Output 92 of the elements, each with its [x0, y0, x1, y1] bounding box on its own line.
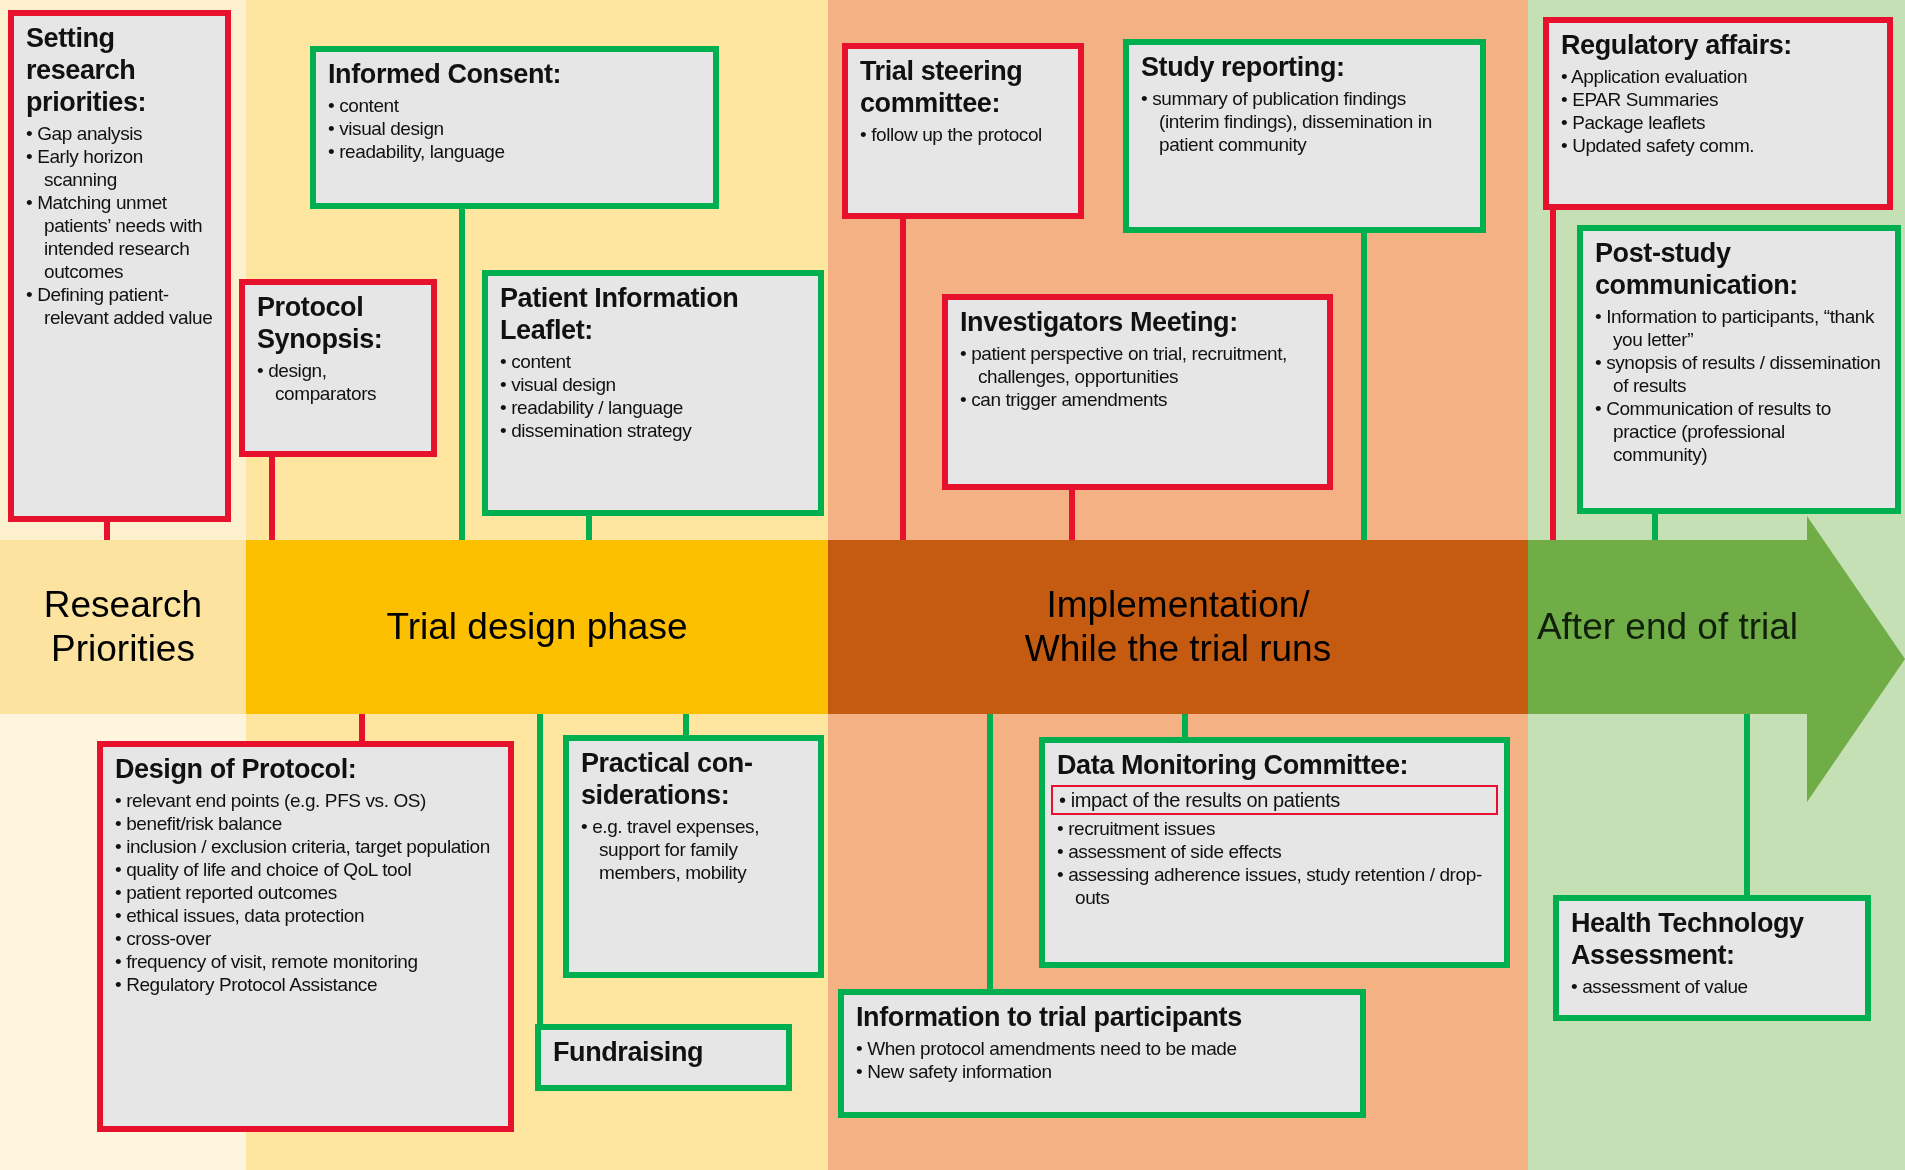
box-heading: Patient Information Leaflet: [500, 282, 740, 346]
bullet-item: • benefit/risk balance [115, 812, 283, 835]
bullet-item: • follow up the protocol [860, 123, 1043, 146]
connector-line [1744, 714, 1750, 895]
bullet-item: • Package leaflets [1561, 111, 1707, 134]
connector-line [104, 522, 110, 540]
bullet-item: • relevant end points (e.g. PFS vs. OS) [115, 789, 428, 812]
connector-line [1652, 514, 1658, 540]
bullet-item: • frequency of visit, remote monitoring [115, 950, 419, 973]
bullet-item: • cross-over [115, 927, 212, 950]
box-heading: Data Monitoring Committee: [1057, 749, 1410, 781]
bullet-item: • Matching unmet patients’ needs with intended research outcomes [26, 191, 204, 283]
bullet-item: • Updated safety comm. [1561, 134, 1756, 157]
bullet-item: • content [328, 94, 400, 117]
bullet-item: • visual design [328, 117, 445, 140]
box-heading: Design of Protocol: [115, 753, 358, 785]
bullet-item: • Application evaluation [1561, 65, 1749, 88]
info-box [563, 735, 824, 978]
bullet-item: • content [500, 350, 572, 373]
info-box [1039, 737, 1510, 968]
connector-line [1182, 714, 1188, 737]
bullet-item: • Communication of results to practice (professional community) [1595, 397, 1832, 466]
phase-label: Implementation/ While the trial runs [1023, 583, 1333, 671]
connector-line [359, 714, 365, 741]
bullet-item: • readability / language [500, 396, 684, 419]
box-heading: Protocol Synopsis: [257, 291, 384, 355]
info-box [838, 989, 1366, 1118]
bullet-item: • patient reported outcomes [115, 881, 338, 904]
box-heading: Regulatory affairs: [1561, 29, 1793, 61]
info-box [97, 741, 514, 1132]
bullet-item: • Gap analysis [26, 122, 144, 145]
bullet-item: • patient perspective on trial, recruitment, challenges, opportunities [960, 342, 1288, 388]
box-heading: Study reporting: [1141, 51, 1346, 83]
bullet-item: • dissemination strategy [500, 419, 693, 442]
bullet-item: • New safety information [856, 1060, 1053, 1083]
info-box [1123, 39, 1486, 233]
info-box [942, 294, 1333, 490]
connector-line [1361, 233, 1367, 540]
bullet-item: • Regulatory Protocol Assistance [115, 973, 379, 996]
connector-line [1550, 210, 1556, 540]
box-heading: Practical con-siderations: [581, 747, 754, 811]
bullet-item: • recruitment issues [1057, 817, 1217, 840]
info-box [1553, 895, 1871, 1021]
phase-label: Trial design phase [386, 605, 688, 649]
bullet-item: • Defining patient-relevant added value [26, 283, 213, 329]
phase-label: After end of trial [1536, 605, 1799, 649]
box-heading: Fundraising [553, 1036, 705, 1068]
connector-line [537, 714, 543, 1024]
box-heading: Trial steering committee: [860, 55, 1024, 119]
phase-label: Research Priorities [42, 583, 204, 671]
bullet-item: • design, comparators [257, 359, 378, 405]
bullet-item: • When protocol amendments need to be made [856, 1037, 1238, 1060]
info-box [239, 279, 437, 457]
bullet-item: • Information to participants, “thank you letter” [1595, 305, 1876, 351]
box-heading: Setting research priorities: [26, 22, 148, 118]
connector-line [459, 209, 465, 540]
bullet-item: • Early horizon scanning [26, 145, 144, 191]
info-box [535, 1024, 792, 1091]
info-box [842, 43, 1084, 219]
info-box [1543, 17, 1893, 210]
phase-band [828, 540, 1528, 714]
bullet-item: • assessment of value [1571, 975, 1749, 998]
info-box [8, 10, 231, 522]
bullet-item: • visual design [500, 373, 617, 396]
bullet-item: • ethical issues, data protection [115, 904, 366, 927]
info-box [310, 46, 719, 209]
bullet-item: • assessing adherence issues, study retention / drop-outs [1057, 863, 1483, 909]
bullet-item: • inclusion / exclusion criteria, target population [115, 835, 491, 858]
box-heading: Informed Consent: [328, 58, 563, 90]
connector-line [900, 219, 906, 540]
bullet-item: • EPAR Summaries [1561, 88, 1720, 111]
box-heading: Health Technology Assessment: [1571, 907, 1805, 971]
highlight-box: • impact of the results on patients [1051, 785, 1498, 815]
bullet-item: • readability, language [328, 140, 506, 163]
connector-line [987, 714, 993, 989]
connector-line [683, 714, 689, 735]
box-heading: Investigators Meeting: [960, 306, 1239, 338]
connector-line [586, 516, 592, 540]
bullet-item: • e.g. travel expenses, support for family members, mobility [581, 815, 761, 884]
connector-line [269, 457, 275, 540]
connector-line [1069, 490, 1075, 540]
bullet-item: • assessment of side effects [1057, 840, 1283, 863]
bullet-item: • can trigger amendments [960, 388, 1169, 411]
box-heading: Post-study communication: [1595, 237, 1799, 301]
info-box [1577, 225, 1901, 514]
bullet-item: • quality of life and choice of QoL tool [115, 858, 413, 881]
phase-band [0, 540, 246, 714]
bullet-item: • summary of publication findings (interim findings), dissemination in patient community [1141, 87, 1433, 156]
box-heading: Information to trial participants [856, 1001, 1243, 1033]
phase-band [246, 540, 828, 714]
info-box [482, 270, 824, 516]
bullet-item: • synopsis of results / dissemination of results [1595, 351, 1882, 397]
